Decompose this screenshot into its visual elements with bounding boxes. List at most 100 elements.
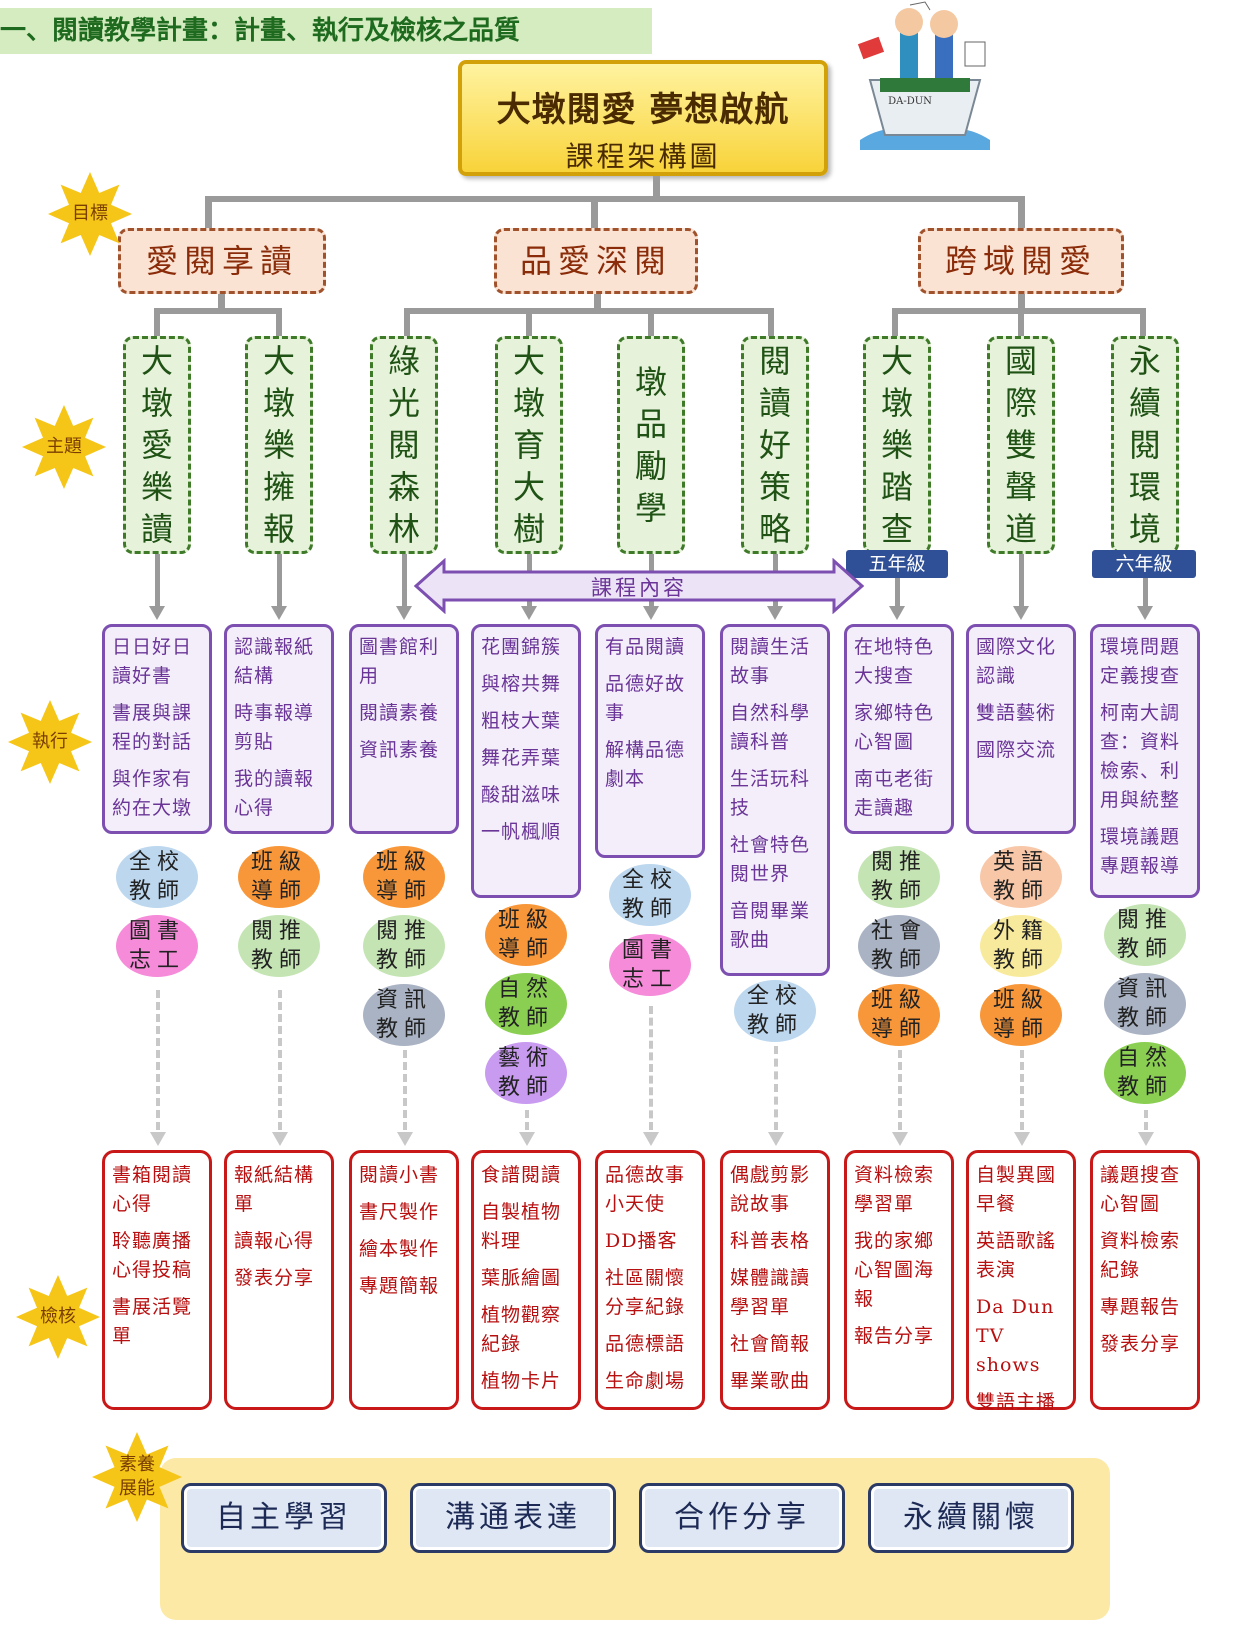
theme-char: 擁	[262, 468, 295, 506]
theme-char: 際	[1004, 384, 1037, 422]
evaluation-item: 社會簡報	[730, 1333, 811, 1355]
theme-char: 閱	[387, 426, 420, 464]
staff-role: 英語教師	[980, 846, 1062, 908]
evaluation-item: 英語歌謠表演	[976, 1230, 1057, 1281]
staff-role-label: 圖書志工	[128, 919, 185, 973]
evaluation-item: 自製植物料理	[481, 1201, 562, 1252]
staff-role: 閱推教師	[1104, 904, 1186, 966]
evaluation-box: 偶戲剪影說故事科普表格媒體識讀學習單社會簡報畢業歌曲	[720, 1150, 830, 1410]
theme-char: 續	[1128, 384, 1161, 422]
content-box: 認識報紙結構時事報導剪貼我的讀報心得	[224, 624, 334, 834]
theme-char: 踏	[880, 468, 913, 506]
arrow-down-icon	[768, 1132, 784, 1146]
content-item: 自然科學讀科普	[730, 702, 811, 753]
diagram-subtitle: 課程架構圖	[565, 140, 721, 173]
connector	[205, 196, 212, 228]
staff-role: 閱推教師	[363, 915, 445, 977]
theme-box: 墩品勵學	[617, 336, 685, 554]
arrow-down-icon	[519, 1132, 535, 1146]
theme-char: 策	[758, 468, 791, 506]
evaluation-item: 議題搜查心智圖	[1100, 1164, 1181, 1215]
staff-role: 閱推教師	[238, 915, 320, 977]
evaluation-item: 資料檢索紀錄	[1100, 1230, 1181, 1281]
content-item: 舞花弄葉	[481, 747, 562, 769]
connector	[155, 554, 160, 608]
staff-role-label: 閱推教師	[1116, 908, 1173, 962]
content-item: 南屯老街走讀趣	[854, 768, 935, 819]
theme-box: 大墩愛樂讀	[123, 336, 191, 554]
theme-box: 國際雙聲道	[987, 336, 1055, 554]
evaluation-item: 畢業歌曲	[730, 1370, 811, 1392]
evaluation-item: 品德故事小天使	[605, 1164, 686, 1215]
connector	[276, 308, 282, 338]
content-box: 有品閱讀品德好故事解構品德劇本	[595, 624, 705, 858]
staff-role: 圖書志工	[609, 934, 691, 996]
staff-role: 班級導師	[363, 846, 445, 908]
connector	[402, 554, 407, 608]
theme-box: 大墩樂踏查	[863, 336, 931, 554]
theme-char: 綠	[387, 342, 420, 380]
theme-char: 境	[1128, 510, 1161, 548]
evaluation-box: 資料檢索學習單我的家鄉心智圖海報報告分享	[844, 1150, 954, 1410]
theme-box: 閱讀好策略	[741, 336, 809, 554]
arrow-down-icon	[396, 606, 412, 620]
header-bar	[0, 8, 652, 54]
staff-role-label: 全校教師	[128, 850, 185, 904]
content-box: 閱讀生活故事自然科學讀科普生活玩科技社會特色閱世界音閱畢業歌曲	[720, 624, 830, 976]
theme-char: 墩	[262, 384, 295, 422]
theme-char: 森	[387, 468, 420, 506]
evaluation-item: 品德標語	[605, 1333, 686, 1355]
evaluation-item: 發表分享	[234, 1267, 315, 1289]
staff-role: 全校教師	[609, 864, 691, 926]
theme-char: 大	[512, 468, 545, 506]
arrow-down-icon	[643, 1132, 659, 1146]
content-item: 酸甜滋味	[481, 784, 562, 806]
execution-badge-icon: 執行	[8, 700, 92, 784]
theme-badge-icon: 主題	[22, 405, 106, 489]
connector-dashed	[898, 1050, 902, 1130]
content-item: 家鄉特色心智圖	[854, 702, 935, 753]
theme-char: 永	[1128, 342, 1161, 380]
theme-char: 大	[262, 342, 295, 380]
connector-dashed	[1144, 1110, 1148, 1130]
content-item: 生活玩科技	[730, 768, 811, 819]
content-item: 國際交流	[976, 739, 1057, 761]
staff-role: 班級導師	[238, 846, 320, 908]
theme-char: 勵	[634, 447, 667, 485]
connector	[591, 196, 598, 228]
evaluation-item: 食譜閱讀	[481, 1164, 562, 1186]
content-box: 國際文化認識雙語藝術國際交流	[966, 624, 1076, 834]
content-item: 解構品德劇本	[605, 739, 686, 790]
theme-char: 好	[758, 426, 791, 464]
goal-badge-icon: 目標	[48, 172, 132, 256]
competency-box: 合作分享	[639, 1483, 845, 1553]
connector	[892, 308, 898, 338]
theme-char: 查	[880, 510, 913, 548]
arrow-down-icon	[149, 606, 165, 620]
content-item: 音閱畢業歌曲	[730, 900, 811, 951]
content-item: 時事報導剪貼	[234, 702, 315, 753]
evaluation-box: 閱讀小書書尺製作繪本製作專題簡報	[349, 1150, 459, 1410]
theme-char: 雙	[1004, 426, 1037, 464]
staff-role-label: 班級導師	[870, 988, 927, 1042]
arrow-down-icon	[397, 1132, 413, 1146]
content-item: 與榕共舞	[481, 673, 562, 695]
theme-char: 大	[512, 342, 545, 380]
content-item: 認識報紙結構	[234, 636, 315, 687]
staff-role-label: 閱推教師	[250, 919, 307, 973]
content-item: 社會特色閱世界	[730, 834, 811, 885]
staff-role: 全校教師	[116, 846, 198, 908]
connector	[1018, 308, 1024, 338]
theme-char: 愛	[140, 426, 173, 464]
staff-role: 圖書志工	[116, 915, 198, 977]
evaluation-box: 食譜閱讀自製植物料理葉脈繪圖植物觀察紀錄植物卡片	[471, 1150, 581, 1410]
arrow-down-icon	[1013, 606, 1029, 620]
grade-tag-sixth: 六年級	[1092, 550, 1196, 578]
connector	[1018, 294, 1025, 312]
staff-role-label: 班級導師	[375, 850, 432, 904]
competency-box: 溝通表達	[410, 1483, 616, 1553]
staff-role-label: 英語教師	[992, 850, 1049, 904]
content-box: 在地特色大搜查家鄉特色心智圖南屯老街走讀趣	[844, 624, 954, 834]
grade-tag-fifth: 五年級	[846, 550, 948, 578]
ship-label: DA-DUN	[888, 96, 932, 107]
